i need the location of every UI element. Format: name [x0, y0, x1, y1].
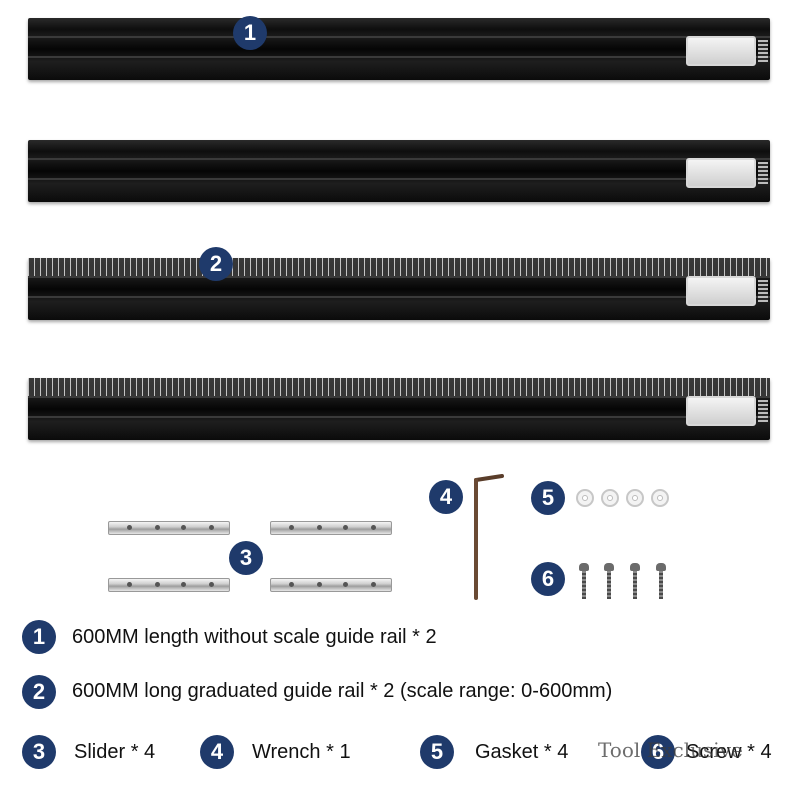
- guide-rail-plain-2: [28, 140, 770, 202]
- legend-3-text: Slider * 4: [74, 741, 156, 763]
- legend-1-badge: 1: [22, 620, 56, 654]
- screw-part: [656, 563, 666, 599]
- slider-part: [270, 521, 392, 535]
- callout-3-badge: 3: [229, 541, 263, 575]
- slider-part: [108, 521, 230, 535]
- slider-part: [270, 578, 392, 592]
- legend-5-badge: 5: [420, 735, 454, 769]
- legend-6-badge: 6: [641, 735, 675, 769]
- legend-4-text: Wrench * 1: [252, 741, 351, 763]
- callout-4-badge: 4: [429, 480, 463, 514]
- legend-2-text: 600MM long graduated guide rail * 2 (sca…: [72, 680, 613, 702]
- gasket-washer: [601, 489, 619, 507]
- guide-rail-graduated-2: [28, 378, 770, 440]
- watermark-text: Tool Exclusive: [598, 738, 743, 762]
- legend-6-text: Screw * 4: [686, 741, 772, 763]
- callout-5-badge: 5: [531, 481, 565, 515]
- legend-1-text: 600MM length without scale guide rail * …: [72, 626, 437, 648]
- legend-3-badge: 3: [22, 735, 56, 769]
- callout-1-badge: 1: [233, 16, 267, 50]
- screw-part: [630, 563, 640, 599]
- legend-4-badge: 4: [200, 735, 234, 769]
- legend-5-text: Gasket * 4: [475, 741, 569, 763]
- gasket-washer: [576, 489, 594, 507]
- guide-rail-plain-1: [28, 18, 770, 80]
- gasket-washer: [651, 489, 669, 507]
- callout-6-badge: 6: [531, 562, 565, 596]
- legend-2-badge: 2: [22, 675, 56, 709]
- screw-part: [579, 563, 589, 599]
- guide-rail-graduated-1: [28, 258, 770, 320]
- screw-part: [604, 563, 614, 599]
- gasket-washer: [626, 489, 644, 507]
- callout-2-badge: 2: [199, 247, 233, 281]
- hex-wrench-icon: [474, 474, 504, 600]
- slider-part: [108, 578, 230, 592]
